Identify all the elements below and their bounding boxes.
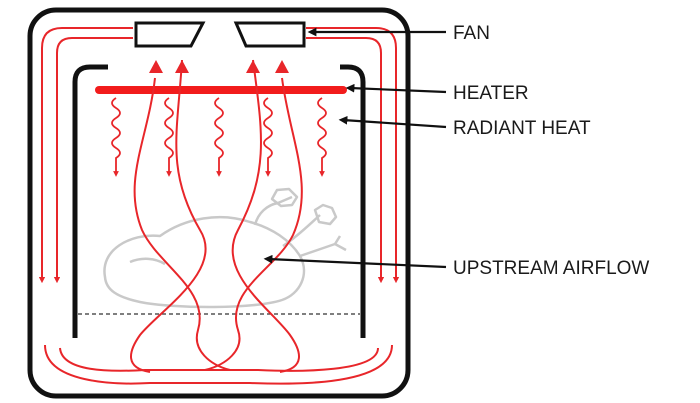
upstream-arrowheads	[149, 60, 289, 73]
roast-turkey-icon	[103, 187, 347, 309]
upstream-airflow	[130, 59, 303, 373]
oven-housing	[27, 7, 411, 399]
label-heater: HEATER	[453, 83, 529, 104]
side-airflow	[38, 27, 400, 284]
label-upstream-airflow: UPSTREAM AIRFLOW	[453, 258, 649, 279]
fan-housing-icon	[134, 21, 306, 48]
callout-arrows	[263, 27, 447, 269]
radiant-heat-waves	[111, 97, 327, 177]
bottom-airflow	[44, 344, 393, 385]
chamber-left-wall	[72, 64, 108, 338]
label-radiant-heat: RADIANT HEAT	[453, 118, 591, 139]
chamber-right-wall	[340, 64, 366, 338]
label-fan: FAN	[453, 23, 490, 44]
